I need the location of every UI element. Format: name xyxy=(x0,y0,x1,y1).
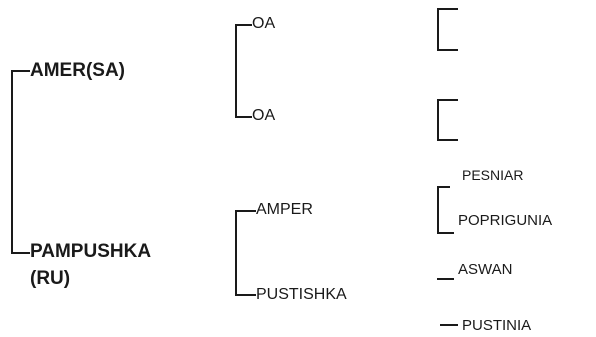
amper-sire-name: PESNIAR xyxy=(462,167,524,183)
dam-name-country: (RU) xyxy=(30,268,71,289)
dam-name-block: PAMPUSHKA (RU) xyxy=(30,238,151,292)
dam-dam-name: PUSTISHKA xyxy=(256,286,347,303)
dam-sire-name: AMPER xyxy=(256,201,313,218)
dam-gen2-bracket xyxy=(235,210,256,296)
amper-dam-name: POPRIGUNIA xyxy=(458,212,553,229)
sire-gen2-bracket xyxy=(235,24,252,118)
sire-dam-name: OA xyxy=(252,107,276,124)
pustishka-dam-name: PUSTINIA xyxy=(462,317,532,334)
sire-sire-name: OA xyxy=(252,15,276,32)
pustishka-sire-name: ASWAN xyxy=(458,261,513,278)
dam-name: PAMPUSHKA xyxy=(30,241,152,262)
amper-gen3-bracket xyxy=(437,186,454,234)
gen1-bracket xyxy=(11,70,30,254)
sire-dam-gen3-bracket xyxy=(437,99,458,141)
sire-name: AMER(SA) xyxy=(30,60,125,81)
sire-sire-gen3-bracket xyxy=(437,8,458,51)
